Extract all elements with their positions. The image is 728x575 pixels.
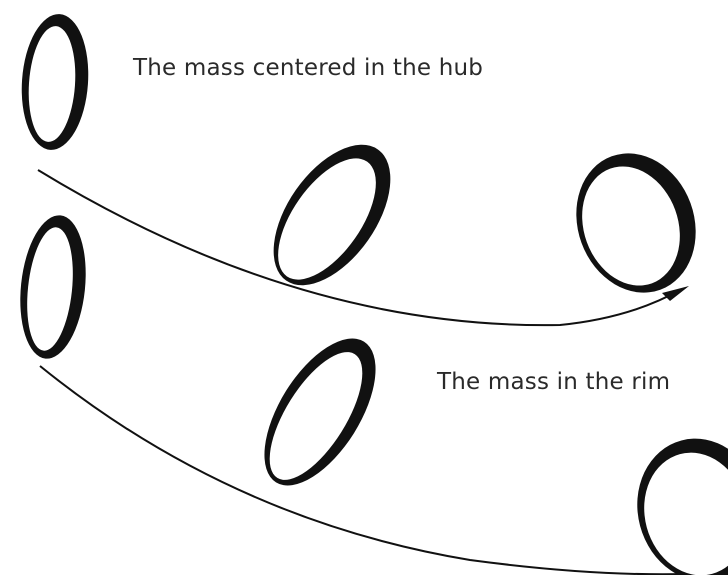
hub-wheel-1 — [17, 12, 92, 152]
rim-wheel-2 — [242, 320, 398, 503]
hub-caption: The mass centered in the hub — [133, 55, 483, 81]
arrowhead-icon — [662, 286, 689, 301]
rim-wheel-1 — [14, 212, 93, 362]
rim-wheel-3 — [621, 424, 728, 575]
rim-trajectory-curve — [40, 366, 728, 574]
hub-wheel-2 — [250, 124, 414, 306]
rim-caption: The mass in the rim — [437, 369, 670, 395]
hub-wheel-3 — [557, 136, 715, 309]
